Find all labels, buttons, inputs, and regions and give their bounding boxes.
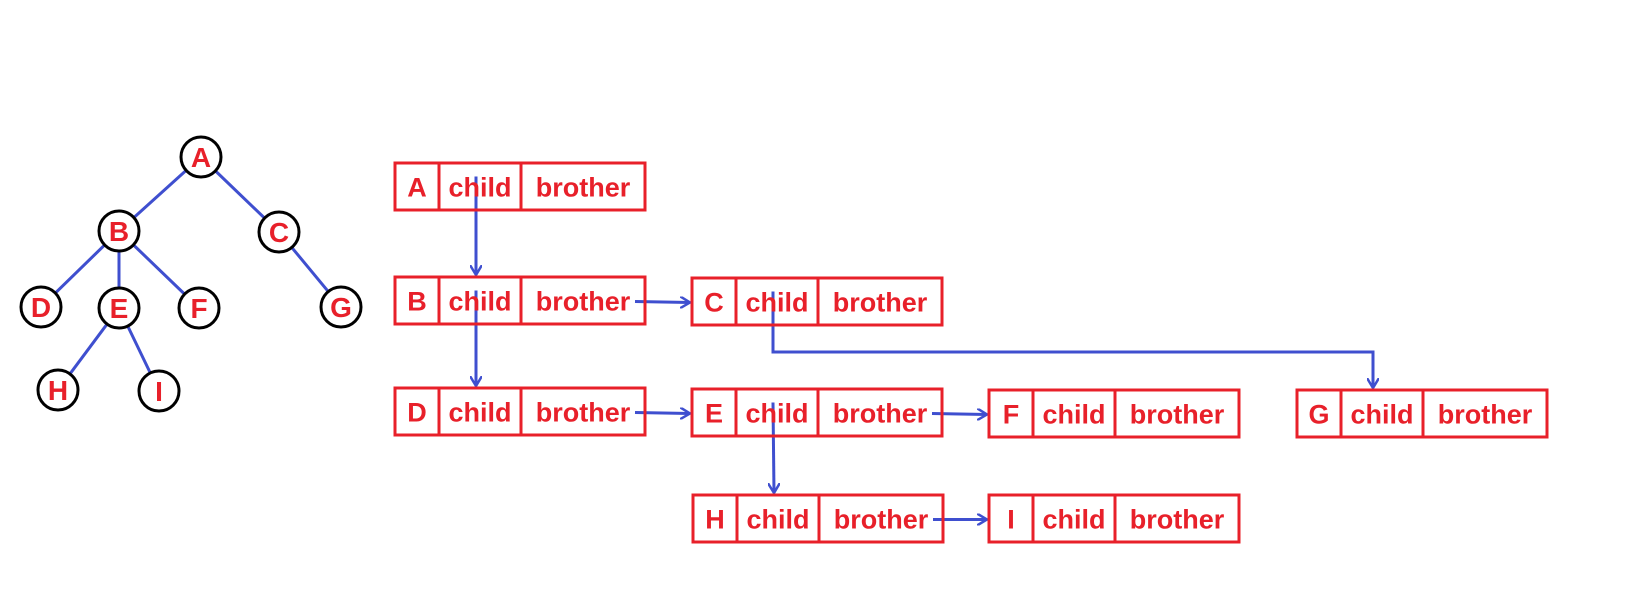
record-child-cell: child (448, 287, 511, 317)
tree-edge-b-f (132, 243, 186, 296)
record-name-cell: G (1308, 400, 1329, 430)
tree-node-label: I (155, 376, 163, 407)
pointer-arrow-e-brother-to-f (931, 414, 987, 415)
record-brother-cell: brother (536, 398, 631, 428)
record-brother-cell: brother (833, 288, 928, 318)
pointer-arrow-b-brother-to-c (634, 302, 690, 303)
record-child-cell: child (1350, 400, 1413, 430)
tree-node-circle (97, 209, 141, 253)
tree-edge-a-c (214, 169, 266, 220)
tree-node-circle (19, 285, 63, 329)
tree-node-circle (179, 135, 223, 179)
tree-node-c: C (257, 210, 301, 254)
record-brother-cell: brother (834, 505, 929, 535)
tree-node-a: A (179, 135, 223, 179)
record-child-cell: child (448, 173, 511, 203)
tree-node-d: D (19, 285, 63, 329)
tree-node-e: E (97, 286, 141, 330)
tree-node-g: G (319, 285, 363, 329)
record-name-cell: C (704, 288, 724, 318)
tree-node-label: C (269, 217, 289, 248)
tree-node-label: G (330, 292, 352, 323)
tree-edges (54, 169, 330, 375)
record-name-cell: D (407, 398, 427, 428)
tree-node-label: D (31, 292, 51, 323)
tree-node-circle (177, 286, 221, 330)
pointer-arrow-d-brother-to-e (634, 413, 690, 414)
record-child-cell: child (746, 505, 809, 535)
tree-node-i: I (137, 369, 181, 413)
tree-node-label: F (190, 293, 207, 324)
record-brother-cell: brother (1438, 400, 1533, 430)
tree-node-h: H (36, 368, 80, 412)
tree-node-circle (97, 286, 141, 330)
record-brother-cell: brother (536, 173, 631, 203)
record-name-cell: A (407, 173, 427, 203)
record-name-cell: F (1003, 400, 1020, 430)
record-brother-cell: brother (833, 399, 928, 429)
tree-node-f: F (177, 286, 221, 330)
record-child-cell: child (1042, 400, 1105, 430)
tree-node-b: B (97, 209, 141, 253)
tree-edge-a-b (132, 169, 188, 219)
pointer-arrow-e-child-to-h (773, 402, 774, 494)
tree-edge-e-i (126, 325, 152, 374)
tree-edge-e-h (68, 323, 109, 375)
tree-node-circle (319, 285, 363, 329)
tree-node-circle (257, 210, 301, 254)
tree-node-circle (137, 369, 181, 413)
tree-edge-c-g (290, 246, 330, 293)
record-child-cell: child (448, 398, 511, 428)
tree-node-label: E (110, 293, 129, 324)
record-child-cell: child (745, 399, 808, 429)
tree-nodes: A B C D E F G H I (19, 135, 363, 413)
record-child-cell: child (745, 288, 808, 318)
tree-edge-b-d (54, 243, 106, 295)
tree-node-label: H (48, 375, 68, 406)
record-brother-cell: brother (1130, 400, 1225, 430)
pointer-arrow-c-child-to-g (771, 291, 1373, 389)
record-child-cell: child (1042, 505, 1105, 535)
record-brother-cell: brother (1130, 505, 1225, 535)
tree-node-label: A (191, 142, 211, 173)
record-name-cell: H (705, 505, 725, 535)
tree-node-label: B (109, 216, 129, 247)
tree-node-circle (36, 368, 80, 412)
pointer-arrows (476, 176, 1373, 520)
record-name-cell: E (705, 399, 723, 429)
record-name-cell: B (407, 287, 427, 317)
record-brother-cell: brother (536, 287, 631, 317)
record-name-cell: I (1007, 505, 1015, 535)
